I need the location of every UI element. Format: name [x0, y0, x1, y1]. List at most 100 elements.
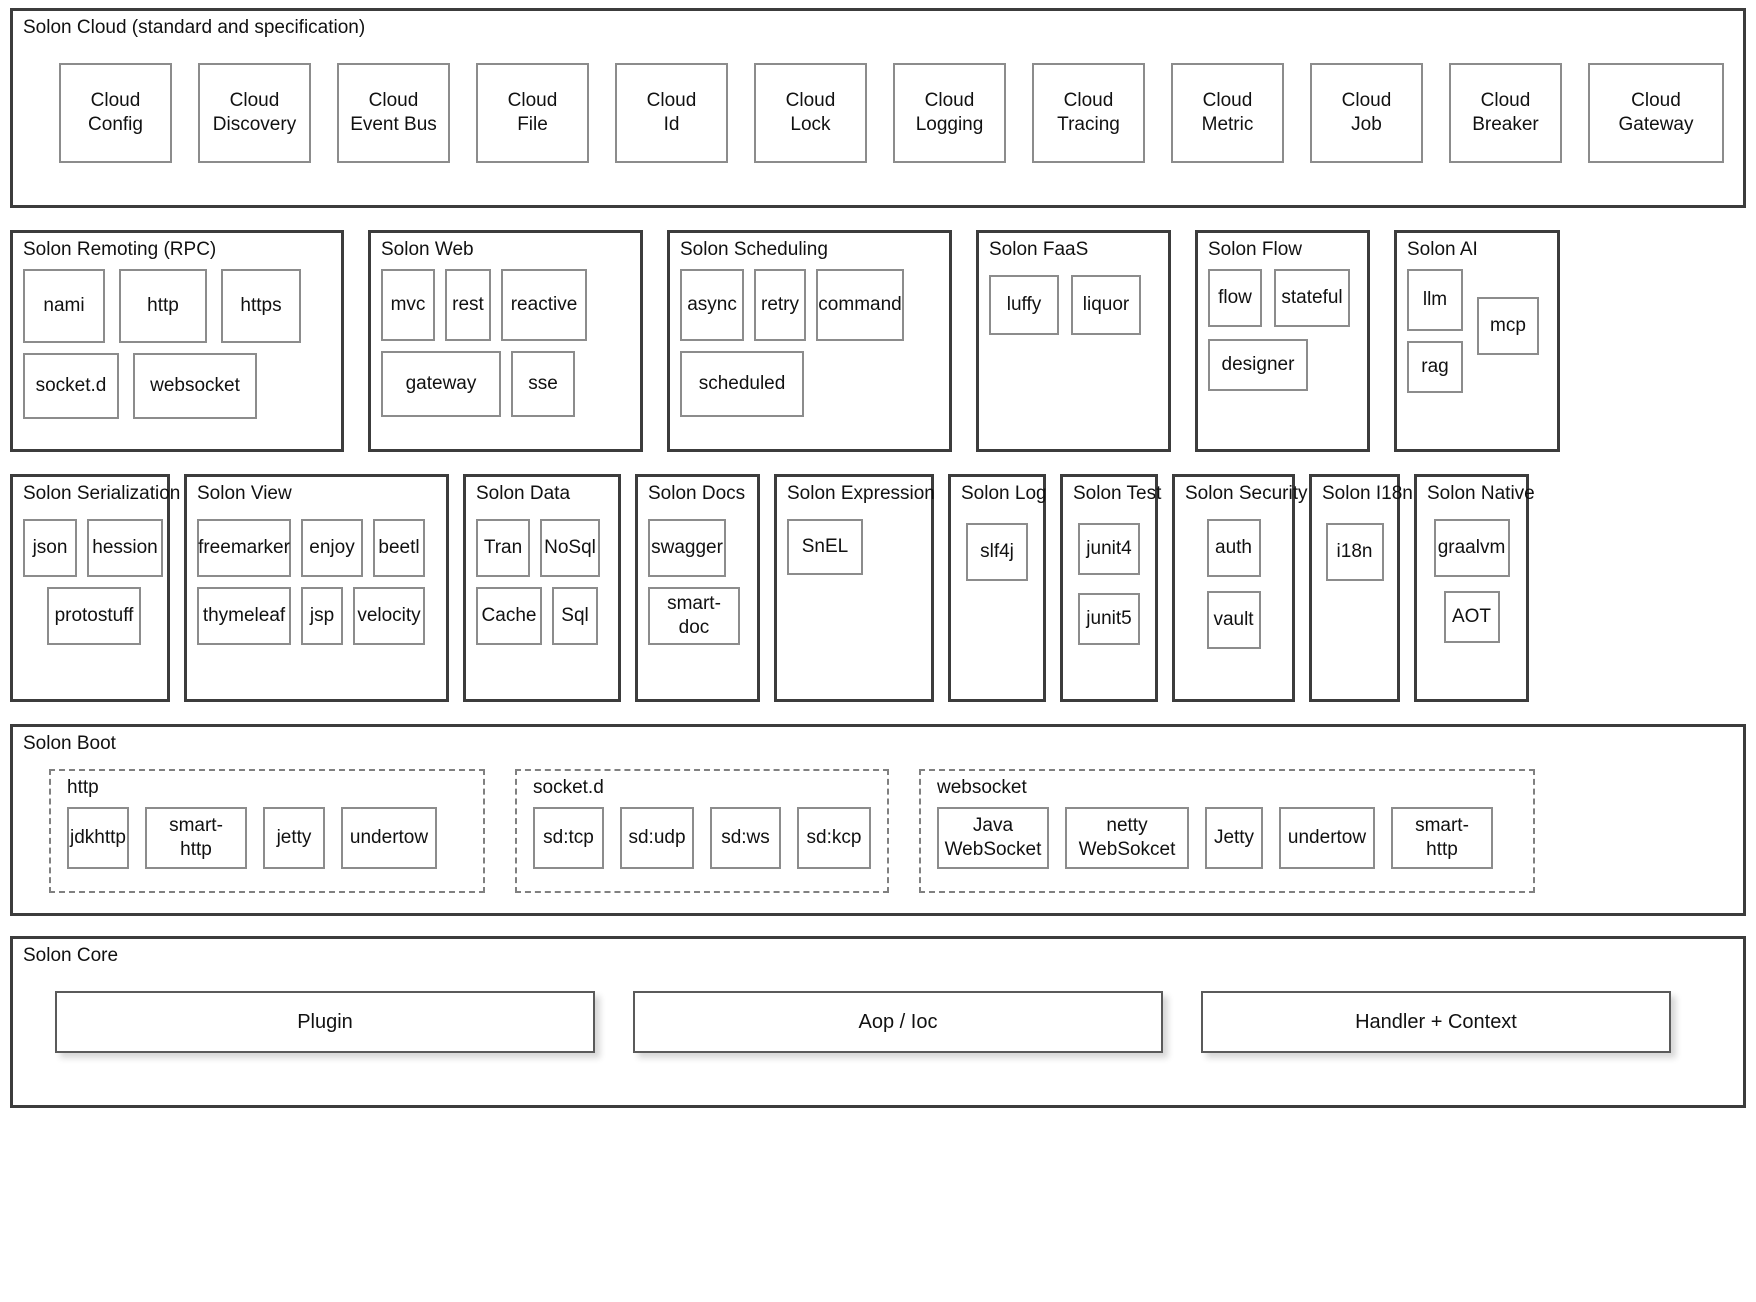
module-retry[interactable]: retry — [754, 269, 806, 341]
module-jetty[interactable]: jetty — [263, 807, 325, 869]
boot-group-title-websocket: websocket — [937, 777, 1027, 798]
section-solon-test: Solon Test junit4 junit5 — [1060, 474, 1161, 702]
section-solon-web: Solon Web mvc rest reactive gateway sse — [368, 230, 643, 452]
module-rag[interactable]: rag — [1407, 341, 1463, 393]
cloud-module-list: Cloud Config Cloud Discovery Cloud Event… — [23, 45, 1733, 163]
module-async[interactable]: async — [680, 269, 744, 341]
module-cloud-logging[interactable]: Cloud Logging — [893, 63, 1006, 163]
module-command[interactable]: command — [816, 269, 904, 341]
section-solon-data: Solon Data Tran NoSql Cache Sql — [463, 474, 621, 702]
section-title-solon-native: Solon Native — [1427, 483, 1535, 504]
module-junit5[interactable]: junit5 — [1078, 593, 1140, 645]
section-title-solon-log: Solon Log — [961, 483, 1047, 504]
module-liquor[interactable]: liquor — [1071, 275, 1141, 335]
module-flow[interactable]: flow — [1208, 269, 1262, 327]
module-sd-tcp[interactable]: sd:tcp — [533, 807, 604, 869]
module-cloud-id[interactable]: Cloud Id — [615, 63, 728, 163]
module-jetty-ws[interactable]: Jetty — [1205, 807, 1263, 869]
module-cloud-event-bus[interactable]: Cloud Event Bus — [337, 63, 450, 163]
section-solon-boot: Solon Boot http jdkhttp smart-http jetty… — [10, 724, 1746, 916]
module-java-websocket[interactable]: Java WebSocket — [937, 807, 1049, 869]
section-solon-security: Solon Security auth vault — [1172, 474, 1308, 702]
module-websocket[interactable]: websocket — [133, 353, 257, 419]
section-title-solon-web: Solon Web — [381, 239, 474, 260]
module-cloud-metric[interactable]: Cloud Metric — [1171, 63, 1284, 163]
module-cloud-breaker[interactable]: Cloud Breaker — [1449, 63, 1562, 163]
module-undertow[interactable]: undertow — [341, 807, 437, 869]
module-sd-kcp[interactable]: sd:kcp — [797, 807, 871, 869]
module-designer[interactable]: designer — [1208, 339, 1308, 391]
module-thymeleaf[interactable]: thymeleaf — [197, 587, 291, 645]
module-json[interactable]: json — [23, 519, 77, 577]
boot-group-websocket: websocket Java WebSocket netty WebSokcet… — [919, 769, 1535, 893]
module-cloud-job[interactable]: Cloud Job — [1310, 63, 1423, 163]
section-title-solon-scheduling: Solon Scheduling — [680, 239, 828, 260]
module-plugin[interactable]: Plugin — [55, 991, 595, 1053]
module-smart-http-ws[interactable]: smart-http — [1391, 807, 1493, 869]
boot-group-list: http jdkhttp smart-http jetty undertow s… — [23, 761, 1733, 893]
module-aot[interactable]: AOT — [1443, 591, 1500, 643]
module-sql[interactable]: Sql — [552, 587, 598, 645]
module-nami[interactable]: nami — [23, 269, 105, 343]
module-cache[interactable]: Cache — [476, 587, 542, 645]
module-netty-websocket[interactable]: netty WebSokcet — [1065, 807, 1189, 869]
module-undertow-ws[interactable]: undertow — [1279, 807, 1375, 869]
module-cloud-discovery[interactable]: Cloud Discovery — [198, 63, 311, 163]
module-auth[interactable]: auth — [1206, 519, 1261, 577]
module-sse[interactable]: sse — [511, 351, 575, 417]
module-hession[interactable]: hession — [87, 519, 163, 577]
module-gateway[interactable]: gateway — [381, 351, 501, 417]
module-graalvm[interactable]: graalvm — [1433, 519, 1510, 577]
module-protostuff[interactable]: protostuff — [47, 587, 141, 645]
module-sd-udp[interactable]: sd:udp — [620, 807, 694, 869]
module-cloud-tracing[interactable]: Cloud Tracing — [1032, 63, 1145, 163]
section-title-solon-docs: Solon Docs — [648, 483, 746, 504]
module-jsp[interactable]: jsp — [301, 587, 343, 645]
section-title-solon-security: Solon Security — [1185, 483, 1308, 504]
section-title-solon-ai: Solon AI — [1407, 239, 1478, 260]
module-https[interactable]: https — [221, 269, 301, 343]
module-stateful[interactable]: stateful — [1274, 269, 1350, 327]
section-solon-scheduling: Solon Scheduling async retry command sch… — [667, 230, 952, 452]
boot-group-title-http: http — [67, 777, 99, 798]
module-cloud-file[interactable]: Cloud File — [476, 63, 589, 163]
module-reactive[interactable]: reactive — [501, 269, 587, 341]
module-llm[interactable]: llm — [1407, 269, 1463, 331]
module-junit4[interactable]: junit4 — [1078, 523, 1140, 575]
module-smart-http[interactable]: smart-http — [145, 807, 247, 869]
module-jdkhttp[interactable]: jdkhttp — [67, 807, 129, 869]
module-luffy[interactable]: luffy — [989, 275, 1059, 335]
module-http[interactable]: http — [119, 269, 207, 343]
module-tran[interactable]: Tran — [476, 519, 530, 577]
row-middle-upper: Solon Remoting (RPC) nami http https soc… — [10, 230, 1746, 452]
module-socketd[interactable]: socket.d — [23, 353, 119, 419]
module-rest[interactable]: rest — [445, 269, 491, 341]
module-sd-ws[interactable]: sd:ws — [710, 807, 781, 869]
module-handler-context[interactable]: Handler + Context — [1201, 991, 1671, 1053]
module-freemarker[interactable]: freemarker — [197, 519, 291, 577]
ai-right-column: mcp — [1477, 269, 1539, 393]
module-snel[interactable]: SnEL — [787, 519, 863, 575]
module-beetl[interactable]: beetl — [373, 519, 425, 577]
module-swagger[interactable]: swagger — [648, 519, 726, 577]
module-scheduled[interactable]: scheduled — [680, 351, 804, 417]
module-enjoy[interactable]: enjoy — [301, 519, 363, 577]
module-cloud-gateway[interactable]: Cloud Gateway — [1588, 63, 1724, 163]
module-mvc[interactable]: mvc — [381, 269, 435, 341]
module-slf4j[interactable]: slf4j — [966, 523, 1028, 581]
module-mcp[interactable]: mcp — [1477, 297, 1539, 355]
module-cloud-config[interactable]: Cloud Config — [59, 63, 172, 163]
section-solon-flow: Solon Flow flow stateful designer — [1195, 230, 1370, 452]
section-solon-core: Solon Core Plugin Aop / Ioc Handler + Co… — [10, 936, 1746, 1108]
module-i18n[interactable]: i18n — [1325, 523, 1384, 581]
module-aop-ioc[interactable]: Aop / Ioc — [633, 991, 1163, 1053]
module-smart-doc[interactable]: smart-doc — [648, 587, 740, 645]
section-solon-remoting: Solon Remoting (RPC) nami http https soc… — [10, 230, 344, 452]
module-velocity[interactable]: velocity — [353, 587, 425, 645]
module-vault[interactable]: vault — [1206, 591, 1261, 649]
module-nosql[interactable]: NoSql — [540, 519, 600, 577]
section-title-solon-remoting: Solon Remoting (RPC) — [23, 239, 217, 260]
module-cloud-lock[interactable]: Cloud Lock — [754, 63, 867, 163]
section-solon-log: Solon Log slf4j — [948, 474, 1047, 702]
